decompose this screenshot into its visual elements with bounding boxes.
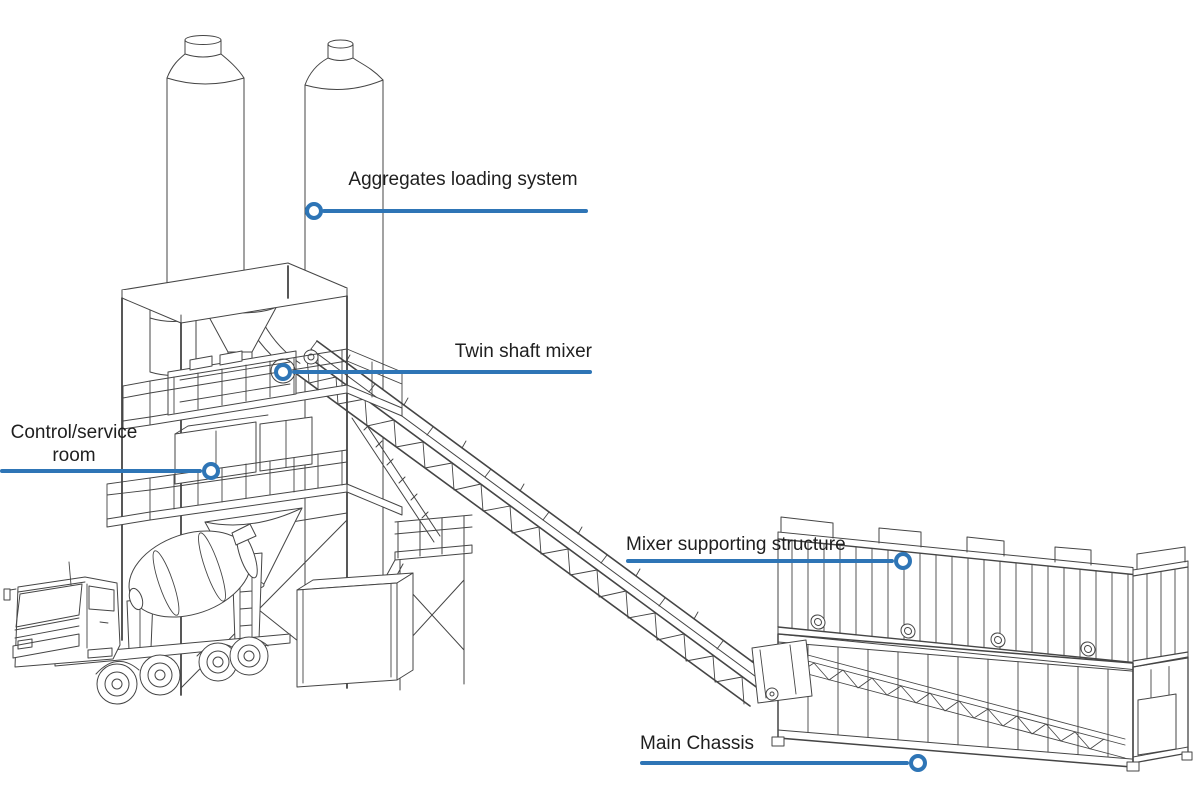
callout-marker-circle (305, 202, 323, 220)
callout-marker-circle (274, 363, 292, 381)
callout-line (292, 370, 592, 374)
mixer-supporting-structure-drawing (771, 516, 1193, 772)
callout-marker-circle (894, 552, 912, 570)
callout-label-control-service-room: Control/service room (10, 422, 138, 466)
callout-label-twin-shaft-mixer: Twin shaft mixer (454, 341, 592, 362)
callout-label-main-chassis: Main Chassis (640, 733, 755, 754)
main-chassis-drawing (771, 633, 1193, 772)
control-service-room-drawing (296, 572, 414, 688)
callout-marker-circle (909, 754, 927, 772)
callout-line (640, 761, 909, 765)
concrete-mixer-truck (3, 523, 291, 705)
callout-line (0, 469, 202, 473)
callout-label-mixer-supporting-structure: Mixer supporting structure (626, 534, 846, 555)
inclined-aggregate-conveyor (293, 340, 813, 707)
callout-marker-circle (202, 462, 220, 480)
callout-line (626, 559, 894, 563)
callout-line (322, 209, 588, 213)
callout-label-aggregates: Aggregates loading system (348, 169, 578, 190)
truck-wheels (96, 636, 269, 705)
